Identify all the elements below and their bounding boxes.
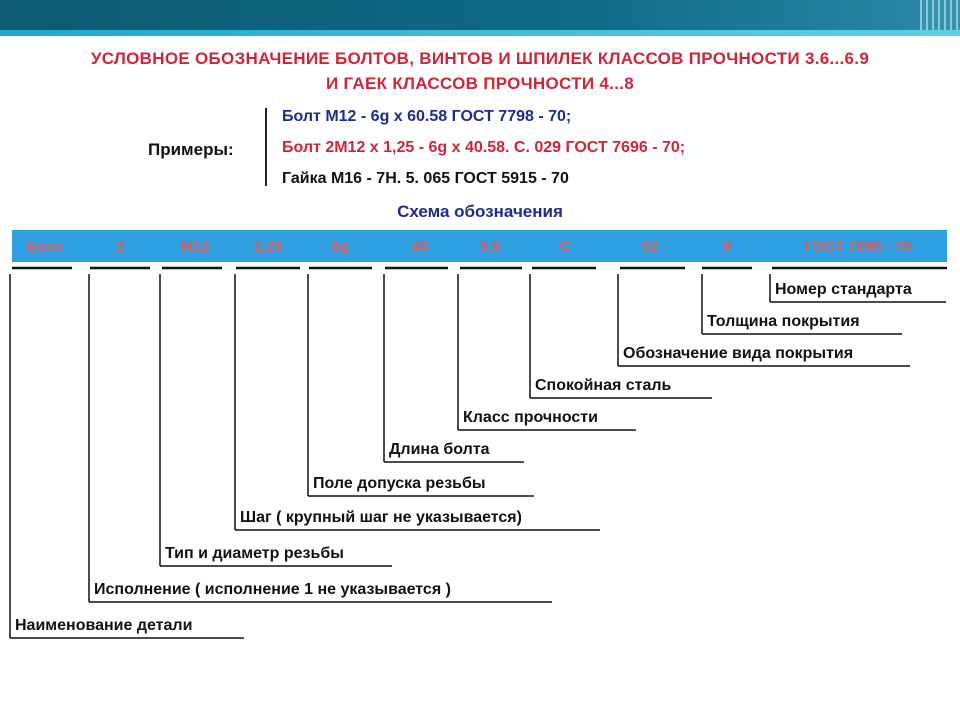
- segment-4: 1,25: [253, 238, 283, 255]
- segment-11: ГОСТ 7696 - 70: [804, 238, 912, 255]
- label-9: Обозначение вида покрытия: [623, 345, 854, 362]
- label-2: Исполнение ( исполнение 1 не указывается…: [94, 581, 451, 598]
- label-10: Толщина покрытия: [707, 313, 860, 330]
- segment-9: 02: [641, 238, 659, 255]
- label-3: Тип и диаметр резьбы: [165, 545, 344, 562]
- segment-7: 5.8: [479, 238, 501, 255]
- examples-divider: [265, 108, 267, 186]
- label-1: Наименование детали: [15, 617, 193, 634]
- segment-3: М12: [180, 238, 210, 255]
- label-6: Длина болта: [389, 441, 490, 458]
- segment-10: 9: [722, 238, 732, 255]
- label-11: Номер стандарта: [775, 281, 912, 298]
- examples-label: Примеры:: [148, 140, 234, 159]
- segment-6: 40: [411, 238, 429, 255]
- main-title-line-1: УСЛОВНОЕ ОБОЗНАЧЕНИЕ БОЛТОВ, ВИНТОВ И ШП…: [90, 49, 870, 68]
- label-7: Класс прочности: [463, 409, 598, 426]
- label-4: Шаг ( крупный шаг не указывается): [240, 509, 522, 526]
- segment-5: 6g: [331, 238, 349, 255]
- example-nut: Гайка М16 - 7Н. 5. 065 ГОСТ 5915 - 70: [282, 170, 569, 187]
- label-8: Спокойная сталь: [535, 377, 672, 394]
- designation-bar: [12, 230, 947, 262]
- example-bolt-2: Болт 2М12 х 1,25 - 6g х 40.58. С. 029 ГО…: [282, 139, 686, 156]
- scheme-title: Схема обозначения: [397, 202, 563, 221]
- segment-8: С: [559, 238, 571, 255]
- corner-decoration: [920, 0, 960, 30]
- example-bolt-1: Болт М12 - 6g х 60.58 ГОСТ 7798 - 70;: [282, 108, 572, 125]
- label-5: Поле допуска резьбы: [313, 475, 486, 492]
- segment-1: Болт: [26, 238, 64, 255]
- main-title-line-2: И ГАЕК КЛАССОВ ПРОЧНОСТИ 4...8: [326, 74, 634, 93]
- top-banner: [0, 0, 960, 30]
- segment-2: 2: [115, 238, 125, 255]
- top-banner-stripe: [0, 30, 960, 36]
